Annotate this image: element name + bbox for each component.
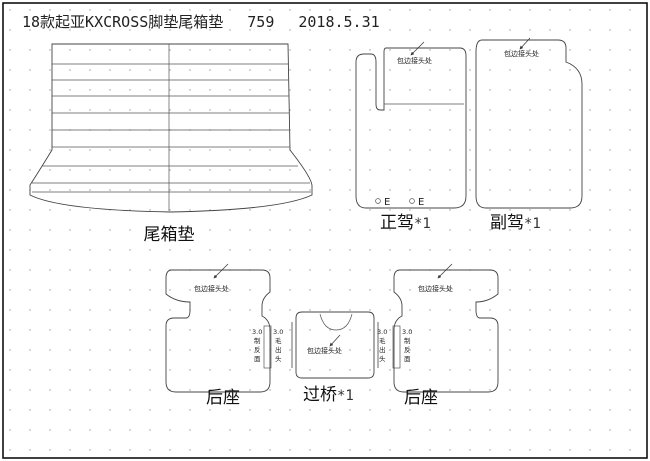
rear-left-reverse-2: 反	[254, 345, 261, 354]
rear-right-reverse-2: 反	[404, 345, 411, 354]
trunk-mat: 尾箱垫	[29, 43, 313, 245]
bridge-qty: *1	[337, 388, 354, 404]
bridge-right-raw-1: 毛	[379, 336, 386, 345]
rear-left-mat: 包边接头处 3.0 制 反 面 后座	[165, 263, 272, 408]
rear-right-reverse-3: 面	[404, 355, 411, 363]
passenger-label-text: 副驾	[490, 213, 524, 233]
dot-grid	[3, 3, 647, 458]
driver-mark-e1: E	[384, 197, 390, 208]
title-text: 18款起亚KXCROSS脚垫尾箱垫	[22, 13, 223, 31]
driver-label-text: 正驾	[380, 213, 414, 233]
bridge-right-raw-2: 出	[379, 345, 386, 354]
rear-left-reverse-1: 制	[254, 336, 261, 345]
driver-label: 正驾*1	[380, 213, 431, 233]
bridge-label-text: 过桥	[303, 385, 337, 405]
passenger-mat: 包边接头处 副驾*1	[475, 37, 583, 233]
trunk-label: 尾箱垫	[144, 225, 195, 245]
driver-edge-note: 包边接头处	[397, 56, 432, 65]
rear-right-reverse-1: 制	[404, 336, 411, 345]
bridge-label: 过桥*1	[303, 385, 354, 405]
rear-right-mat: 包边接头处 3.0 制 反 面 后座	[392, 263, 499, 408]
passenger-label: 副驾*1	[490, 213, 541, 233]
title-code: 759	[247, 13, 274, 31]
header-title: 18款起亚KXCROSS脚垫尾箱垫 759 2018.5.31	[22, 13, 380, 31]
bridge-right-raw-3: 头	[379, 354, 386, 363]
passenger-qty: *1	[524, 216, 541, 232]
bridge-left-raw-3: 头	[275, 354, 282, 363]
driver-qty: *1	[414, 216, 431, 232]
rear-right-size: 3.0	[402, 328, 412, 336]
rear-right-label: 后座	[404, 388, 438, 408]
driver-mat: E E 包边接头处 正驾*1	[355, 41, 467, 233]
bridge-left-raw-1: 毛	[275, 336, 282, 345]
passenger-edge-note: 包边接头处	[504, 49, 539, 58]
rear-left-label: 后座	[206, 388, 240, 408]
driver-mark-e2: E	[418, 197, 424, 208]
bridge-edge-note: 包边接头处	[307, 346, 342, 355]
bridge-right-size: 3.0	[377, 328, 387, 336]
bridge-left-size: 3.0	[273, 328, 283, 336]
bridge-mat: 包边接头处 3.0 毛 出 头 3.0 毛 出 头 过桥*1	[273, 311, 387, 405]
rear-right-edge-note: 包边接头处	[418, 284, 453, 293]
rear-left-size: 3.0	[252, 328, 262, 336]
rear-left-edge-note: 包边接头处	[194, 284, 229, 293]
title-date: 2018.5.31	[298, 13, 379, 31]
rear-left-reverse-3: 面	[254, 355, 261, 363]
bridge-left-raw-2: 出	[275, 345, 282, 354]
